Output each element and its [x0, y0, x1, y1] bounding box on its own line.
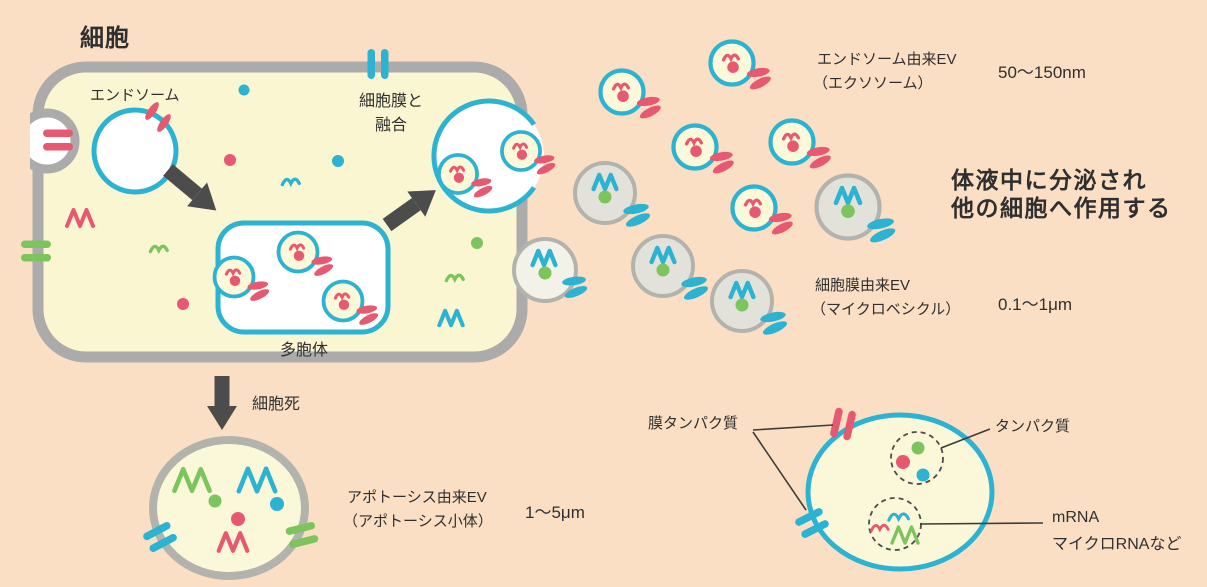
- microvesicle-name-label: 細胞膜由来EV: [815, 277, 910, 294]
- endosome-label: エンドソーム: [90, 87, 180, 104]
- annotation-line2: 他の細胞へ作用する: [950, 195, 1172, 221]
- callout-line: [752, 424, 834, 431]
- protein-dot-icon: [231, 512, 245, 526]
- microvesicle-alias-label: （マイクロベシクル）: [811, 301, 960, 318]
- protein-dot-icon: [471, 237, 483, 249]
- cell-death-label: 細胞死: [252, 395, 300, 413]
- apoptotic-alias-label: （アポトーシス小体）: [343, 513, 493, 530]
- cell-title: 細胞: [80, 24, 130, 52]
- callout-line: [940, 428, 991, 449]
- apoptotic-name-label: アポトーシス由来EV: [347, 489, 487, 506]
- exosome-size-label: 50〜150nm: [998, 63, 1086, 82]
- exosome-name-label: エンドソーム由来EV: [817, 51, 957, 68]
- membrane-protein-pink-icon: [157, 114, 171, 132]
- apoptotic-body: [141, 436, 320, 580]
- budding-microvesicle-icon: [512, 237, 588, 303]
- protein-dot-icon: [224, 154, 236, 166]
- ev-membrane-circle: [805, 412, 995, 572]
- protein-dot-icon: [911, 441, 925, 455]
- arrow-endosome-to-mvb: [163, 164, 217, 211]
- microvesicle-size-label: 0.1〜1μm: [998, 295, 1072, 314]
- apoptotic-size-label: 1〜5μm: [525, 503, 585, 522]
- fusion-label-line1: 細胞膜と: [359, 92, 423, 110]
- arrow-cell-death: [207, 376, 237, 430]
- protein-group-outline: [890, 431, 944, 485]
- mvb-label: 多胞体: [280, 341, 328, 359]
- membrane-protein-pink-icon: [145, 102, 159, 120]
- cytoplasm-molecules: [65, 84, 483, 326]
- protein-dot-icon: [238, 84, 250, 96]
- ev-structure-schematic: [752, 407, 1044, 572]
- protein-dot-icon: [916, 468, 930, 482]
- endosome-circle: [91, 107, 179, 195]
- invagination-opening: [0, 103, 30, 179]
- fusion-label-line2: 融合: [375, 116, 407, 134]
- arrow-mvb-to-membrane: [382, 190, 436, 232]
- protein-dot-icon: [208, 494, 222, 508]
- membrane-protein-label: 膜タンパク質: [648, 414, 738, 432]
- protein-label: タンパク質: [995, 417, 1070, 435]
- exosome-alias-label: （エクソソーム）: [813, 75, 933, 92]
- rna-label-line2: マイクロRNAなど: [1052, 535, 1181, 553]
- fusion-vesicle-membrane: [431, 98, 537, 214]
- protein-dot-icon: [270, 497, 284, 511]
- protein-dot-icon: [332, 155, 344, 167]
- callout-line: [919, 522, 1044, 525]
- annotation-line1: 体液中に分泌され: [951, 167, 1147, 193]
- rna-label-line1: mRNA: [1052, 509, 1099, 526]
- protein-dot-icon: [896, 455, 910, 469]
- callout-line: [752, 431, 807, 511]
- protein-dot-icon: [177, 298, 189, 310]
